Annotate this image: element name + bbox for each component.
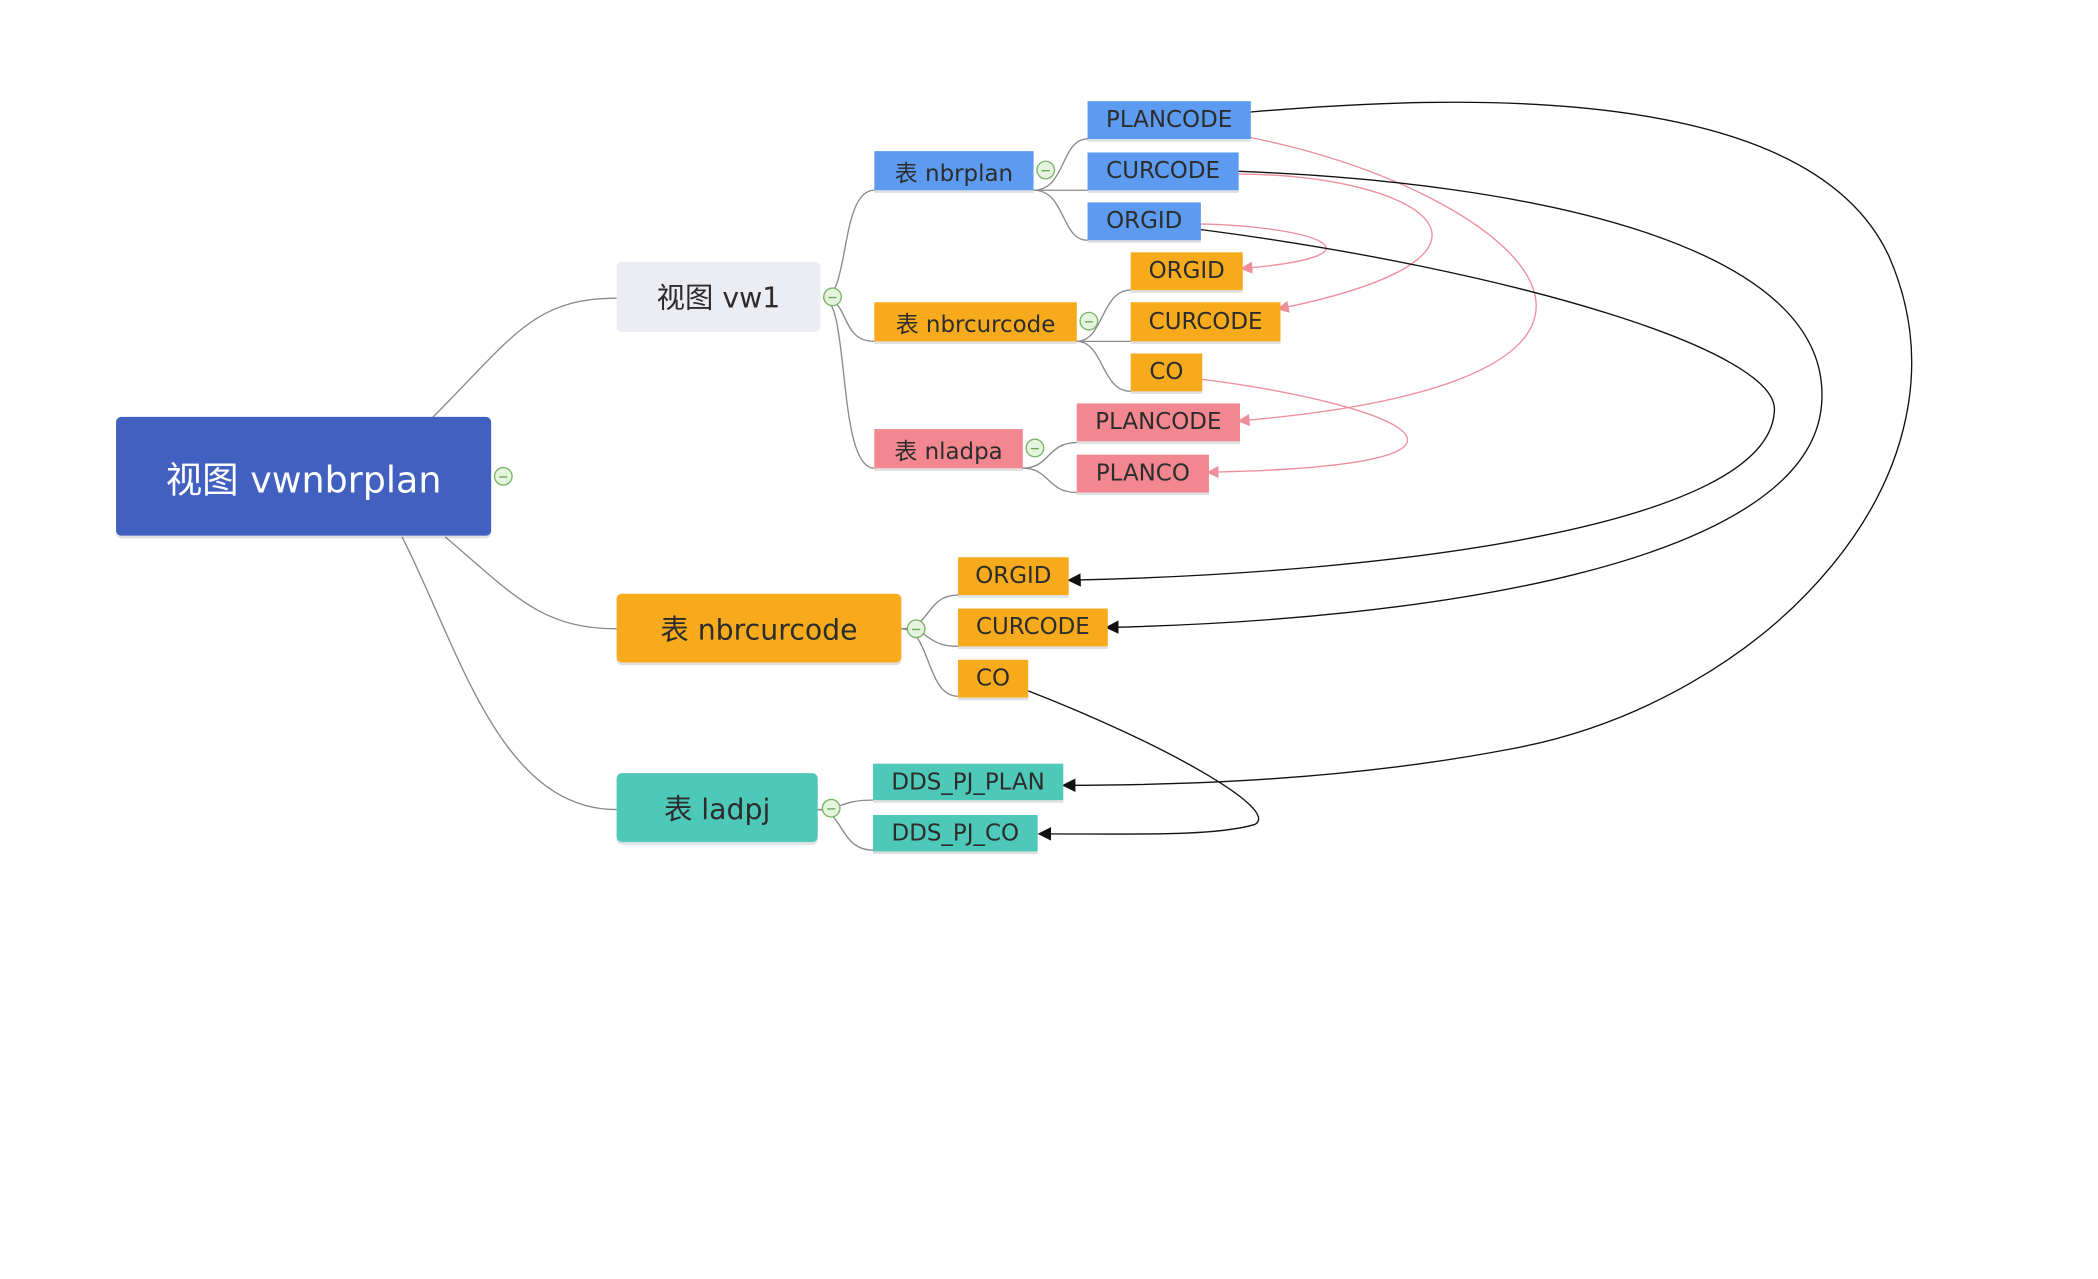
root-node-label: 视图 vwnbrplan bbox=[165, 459, 442, 502]
table-nladpa-label: 表 nladpa bbox=[894, 438, 1003, 466]
table-ladpj-label: 表 ladpj bbox=[663, 792, 771, 826]
field-ladpj-dds-pj-co-label: DDS_PJ_CO bbox=[891, 819, 1020, 847]
field-ladpj-dds-pj-plan-label: DDS_PJ_PLAN bbox=[891, 768, 1045, 796]
view-vw1-label: 视图 vw1 bbox=[656, 282, 781, 315]
connector-vw1nbrcurcode-orgid bbox=[1076, 289, 1131, 343]
tree-connectors bbox=[401, 138, 1131, 851]
relation-curcode-to-curcode bbox=[1238, 173, 1433, 313]
table-ladpj-node[interactable]: 表 ladpj bbox=[616, 773, 818, 842]
table-nbrplan-node[interactable]: 表 nbrplan bbox=[874, 151, 1034, 191]
field-nbrcurcode-curcode[interactable]: CURCODE bbox=[958, 608, 1108, 647]
field-nbrplan-plancode-label: PLANCODE bbox=[1106, 106, 1233, 134]
field-nbrplan-curcode-label: CURCODE bbox=[1106, 157, 1221, 185]
field-vw1-nbrcurcode-curcode[interactable]: CURCODE bbox=[1130, 302, 1281, 342]
connector-vw1-nbrplan bbox=[822, 189, 875, 299]
root-collapse-toggle[interactable] bbox=[493, 466, 513, 486]
field-vw1-nbrcurcode-co-label: CO bbox=[1149, 358, 1184, 386]
field-nladpa-planco-label: PLANCO bbox=[1095, 460, 1190, 488]
field-nbrcurcode-co-label: CO bbox=[976, 665, 1011, 693]
connector-vw1-nladpa bbox=[822, 297, 875, 469]
vw1-table-nbrcurcode-collapse-toggle[interactable] bbox=[1079, 311, 1099, 331]
table-nladpa-node[interactable]: 表 nladpa bbox=[874, 429, 1023, 469]
view-vw1-collapse-toggle[interactable] bbox=[823, 287, 842, 307]
field-nbrcurcode-co[interactable]: CO bbox=[958, 659, 1029, 698]
field-nbrcurcode-curcode-label: CURCODE bbox=[975, 613, 1090, 641]
relation-plancode-to-dds-pj-plan bbox=[1061, 101, 1913, 793]
relation-plancode-to-plancode bbox=[1237, 136, 1537, 427]
relation-orgid-to-nbrcurcode-orgid bbox=[1067, 228, 1776, 587]
vw1-table-nbrcurcode-label: 表 nbrcurcode bbox=[895, 311, 1056, 339]
table-nbrcurcode-node[interactable]: 表 nbrcurcode bbox=[616, 593, 902, 663]
table-nbrplan-label: 表 nbrplan bbox=[894, 160, 1014, 188]
relation-curcode-to-nbrcurcode-curcode bbox=[1105, 170, 1823, 634]
connector-root-ladpj bbox=[401, 536, 617, 811]
field-ladpj-dds-pj-plan[interactable]: DDS_PJ_PLAN bbox=[872, 763, 1064, 801]
field-vw1-nbrcurcode-co[interactable]: CO bbox=[1130, 353, 1203, 392]
field-vw1-nbrcurcode-orgid-label: ORGID bbox=[1148, 257, 1225, 285]
black-relations bbox=[1027, 101, 1913, 841]
view-vw1-node[interactable]: 视图 vw1 bbox=[616, 261, 821, 332]
field-ladpj-dds-pj-co[interactable]: DDS_PJ_CO bbox=[872, 814, 1038, 852]
relation-co-to-dds-pj-co bbox=[1027, 690, 1260, 841]
relation-co-to-planco bbox=[1200, 378, 1409, 479]
connector-nbrplan-plancode bbox=[1033, 138, 1088, 191]
connector-root-nbrcurcode bbox=[444, 536, 617, 630]
field-nbrplan-orgid-label: ORGID bbox=[1106, 207, 1183, 235]
table-nbrcurcode-collapse-toggle[interactable] bbox=[906, 619, 926, 639]
connector-nladpa-planco bbox=[1022, 467, 1077, 494]
field-nbrcurcode-orgid[interactable]: ORGID bbox=[958, 557, 1069, 596]
field-nbrplan-plancode[interactable]: PLANCODE bbox=[1087, 101, 1251, 139]
table-ladpj-collapse-toggle[interactable] bbox=[821, 798, 841, 818]
connector-nladpa-plancode bbox=[1022, 441, 1077, 469]
pink-relations bbox=[1199, 136, 1537, 479]
connector-root-vw1 bbox=[431, 297, 617, 419]
field-nbrplan-curcode[interactable]: CURCODE bbox=[1087, 152, 1239, 191]
table-nbrplan-collapse-toggle[interactable] bbox=[1036, 160, 1056, 180]
field-nladpa-plancode-label: PLANCODE bbox=[1095, 408, 1222, 436]
connector-nbrplan-orgid bbox=[1033, 189, 1088, 241]
field-vw1-nbrcurcode-orgid[interactable]: ORGID bbox=[1130, 252, 1243, 291]
field-vw1-nbrcurcode-curcode-label: CURCODE bbox=[1148, 308, 1263, 336]
table-nladpa-collapse-toggle[interactable] bbox=[1025, 438, 1045, 458]
vw1-table-nbrcurcode-node[interactable]: 表 nbrcurcode bbox=[874, 302, 1077, 342]
field-nbrcurcode-orgid-label: ORGID bbox=[975, 562, 1052, 590]
field-nladpa-planco[interactable]: PLANCO bbox=[1076, 454, 1209, 493]
table-nbrcurcode-label: 表 nbrcurcode bbox=[660, 613, 858, 646]
field-nbrplan-orgid[interactable]: ORGID bbox=[1087, 202, 1201, 241]
field-nladpa-plancode[interactable]: PLANCODE bbox=[1076, 403, 1241, 442]
relation-orgid-to-orgid bbox=[1199, 223, 1327, 274]
root-node[interactable]: 视图 vwnbrplan bbox=[116, 416, 492, 536]
connector-vw1nbrcurcode-co bbox=[1076, 340, 1131, 392]
